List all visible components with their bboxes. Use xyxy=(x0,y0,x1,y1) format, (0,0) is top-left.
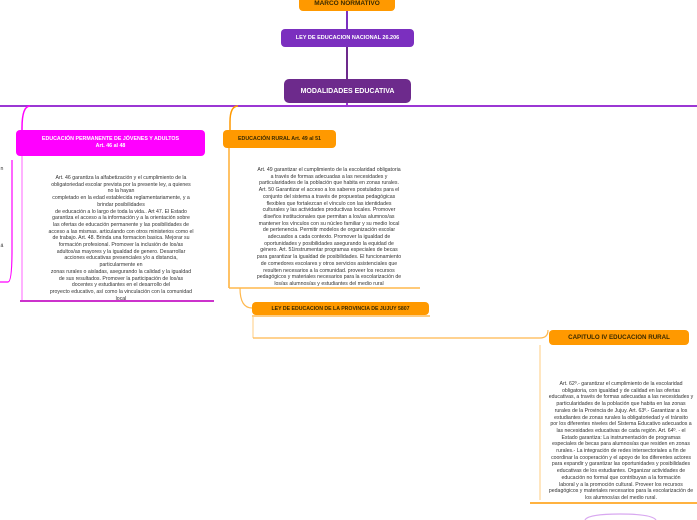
node-educacion-permanente[interactable]: EDUCACIÓN PERMANENTE DE JÓVENES Y ADULTO… xyxy=(16,130,205,156)
bottom-node-edge xyxy=(584,513,657,520)
node-marco-label: MARCO NORMATIVO xyxy=(314,0,380,7)
connector-main-permanente xyxy=(21,105,31,130)
connector-left-edge xyxy=(0,160,13,283)
text-art46-48: Art. 46 garantiza la alfabetización y el… xyxy=(48,175,194,302)
node-permanente-label: EDUCACIÓN PERMANENTE DE JÓVENES Y ADULTO… xyxy=(41,136,180,149)
node-educacion-rural[interactable]: EDUCACIÓN RURAL Art. 49 al 51 xyxy=(223,130,336,148)
node-modalidades-label: MODALIDADES EDUCATIVA xyxy=(300,87,395,95)
node-capitulo-iv[interactable]: CAPITULO IV EDUCACION RURAL xyxy=(549,330,689,345)
node-modalidades[interactable]: MODALIDADES EDUCATIVA xyxy=(284,79,411,103)
node-ley-nacional-label: LEY DE EDUCACION NACIONAL 26.206 xyxy=(295,35,400,41)
connector-jujuy-capitulo xyxy=(253,329,549,339)
connector-main-rural xyxy=(229,105,239,130)
node-ley-nacional[interactable]: LEY DE EDUCACION NACIONAL 26.206 xyxy=(281,29,414,47)
node-jujuy-label: LEY DE EDUCACION DE LA PROVINCIA DE JUJU… xyxy=(271,305,410,312)
node-rural-label: EDUCACIÓN RURAL Art. 49 al 51 xyxy=(237,136,321,142)
connector-rural-jujuy xyxy=(239,287,253,309)
node-ley-jujuy[interactable]: LEY DE EDUCACION DE LA PROVINCIA DE JUJU… xyxy=(252,302,429,315)
text-art49-51: Art. 49 garantizar el cumplimiento de la… xyxy=(256,167,402,287)
node-marco-normativo[interactable]: MARCO NORMATIVO xyxy=(299,0,395,11)
node-capitulo-label: CAPITULO IV EDUCACION RURAL xyxy=(568,334,670,341)
text-art62-64: Art. 62º.- garantizar el cumplimiento de… xyxy=(548,381,694,501)
left-fragment-2: á xyxy=(0,243,4,249)
left-fragment-1: n xyxy=(0,166,4,172)
